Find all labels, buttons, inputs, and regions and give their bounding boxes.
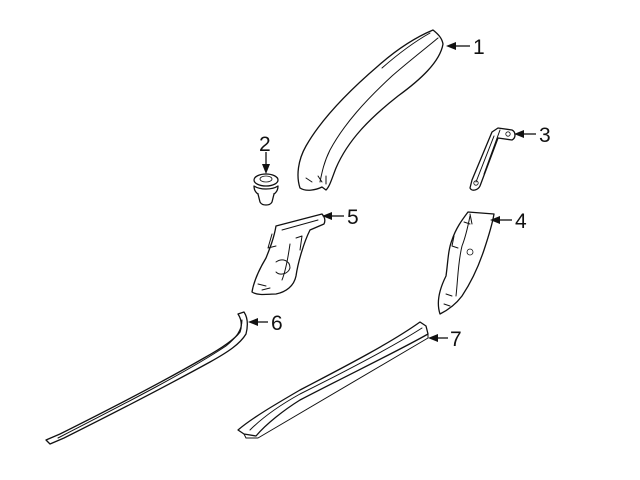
callout-4: 4 — [490, 210, 527, 233]
part-5-lower-pillar-trim — [251, 213, 326, 296]
callout-3-label: 3 — [539, 124, 551, 147]
part-7-scuff-plate — [237, 321, 429, 439]
callout-6: 6 — [248, 312, 283, 335]
part-2-clip — [253, 173, 279, 206]
callout-4-label: 4 — [515, 210, 527, 233]
callout-7-label: 7 — [450, 328, 462, 351]
callout-5: 5 — [322, 206, 359, 229]
part-1-pillar-trim — [297, 29, 444, 191]
callout-6-label: 6 — [271, 312, 283, 335]
callout-5-label: 5 — [347, 206, 359, 229]
callout-7: 7 — [428, 328, 462, 351]
callout-3: 3 — [514, 124, 551, 147]
callout-2: 2 — [259, 133, 271, 174]
part-4-trim-panel — [437, 211, 495, 315]
callout-1-label: 1 — [473, 36, 485, 59]
part-3-bracket — [469, 127, 516, 191]
callout-1: 1 — [446, 36, 485, 59]
part-6-sill-strip — [45, 311, 248, 445]
callout-2-label: 2 — [259, 133, 271, 156]
